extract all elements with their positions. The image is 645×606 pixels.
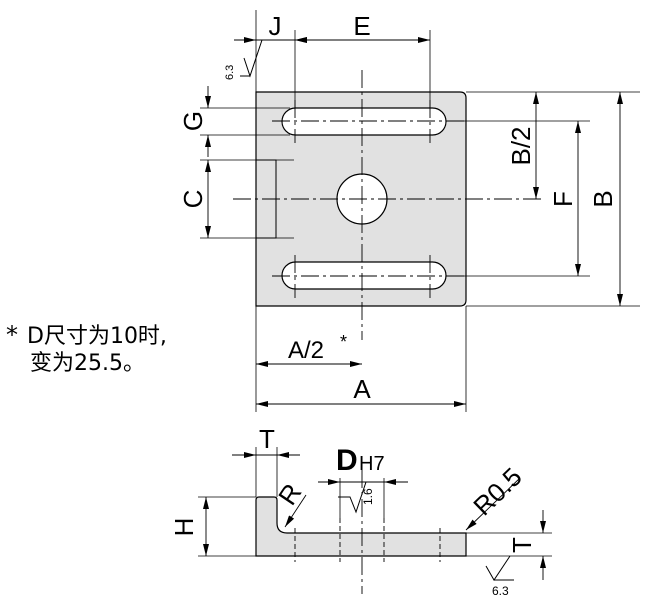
dim-label-R05: R0.5 bbox=[467, 462, 527, 522]
dim-label-C: C bbox=[178, 190, 208, 209]
upper-slot bbox=[281, 107, 447, 136]
dim-label-A-half-mark: * bbox=[340, 332, 347, 352]
dim-label-A-half: A/2 bbox=[288, 337, 324, 364]
dim-label-T-right: T bbox=[507, 537, 537, 553]
roughness-value-bottom: 6.3 bbox=[492, 584, 509, 598]
extension-lines bbox=[200, 10, 640, 412]
note-line-2: 变为25.5。 bbox=[30, 351, 145, 376]
dim-label-D-tolerance: H7 bbox=[359, 453, 385, 475]
dim-label-T-top: T bbox=[259, 424, 275, 454]
roughness-value-hole: 1.6 bbox=[361, 488, 375, 505]
dim-label-A: A bbox=[353, 374, 371, 404]
side-dimension-lines bbox=[203, 452, 546, 580]
dimension-lines bbox=[205, 37, 623, 407]
top-view: 6.3 J E G C B/2 F B A/2 * A bbox=[178, 10, 640, 412]
dim-label-E: E bbox=[353, 11, 370, 41]
dim-label-D: D bbox=[336, 444, 358, 477]
note-star: * bbox=[6, 321, 18, 349]
side-center-lines bbox=[294, 470, 441, 594]
roughness-symbol-bottom: 6.3 bbox=[485, 555, 514, 598]
roughness-symbol-top: 6.3 bbox=[224, 39, 263, 80]
dim-label-J: J bbox=[269, 11, 282, 41]
dim-label-H: H bbox=[169, 518, 199, 537]
side-view: 1.6 6.3 T D H7 R R0.5 H T bbox=[169, 424, 552, 598]
dim-label-F: F bbox=[548, 191, 578, 207]
d-size-note: * D尺寸为10时, 变为25.5。 bbox=[6, 321, 167, 376]
roughness-value-top: 6.3 bbox=[224, 65, 236, 80]
lower-slot bbox=[281, 261, 447, 290]
dim-label-G: G bbox=[178, 111, 208, 131]
roughness-symbol-hole: 1.6 bbox=[338, 481, 375, 514]
dim-label-B: B bbox=[588, 190, 618, 207]
dim-label-B-half: B/2 bbox=[506, 126, 536, 165]
bracket-profile bbox=[255, 496, 467, 557]
note-line-1: D尺寸为10时, bbox=[27, 324, 167, 349]
